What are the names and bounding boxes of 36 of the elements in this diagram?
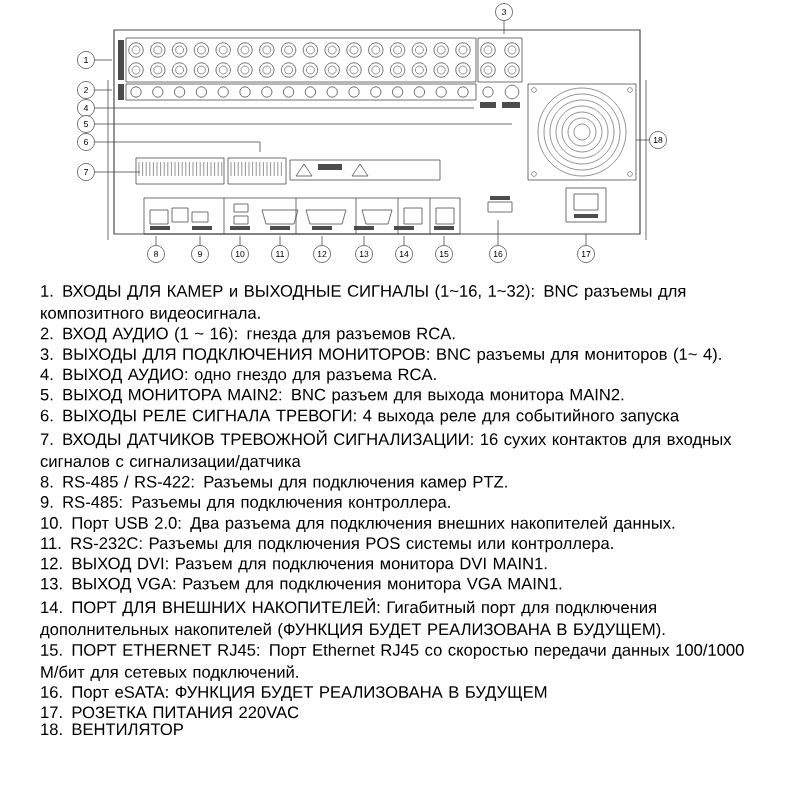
leader-line [94,171,141,173]
leader-line [155,235,157,246]
list-item: 10. Порт USB 2.0: Два разъема для подключения внешних накопителей данных. [41,516,675,533]
leader-line [321,235,323,246]
list-item: 3. ВЫХОДЫ ДЛЯ ПОДКЛЮЧЕНИЯ МОНИТОРОВ: BNC разъемы для мониторов (1~ 4). [40,347,721,364]
leader-line [363,235,365,246]
list-item: 6. ВЫХОДЫ РЕЛЕ СИГНАЛА ТРЕВОГИ: 4 выхода реле для событийного запуска [40,408,680,425]
leader-line [403,235,405,246]
list-item: 17. РОЗЕТКА ПИТАНИЯ 220VAC [41,706,299,719]
list-item: 4. ВЫХОД АУДИО: одно гнездо для разъема RCA. [40,368,436,384]
leader-line [94,59,113,61]
list-item: 14. ПОРТ ДЛЯ ВНЕШНИХ НАКОПИТЕЛЕЙ: Гигабитный порт для подключения дополнительных накопителей (ФУНКЦИЯ БУДЕТ РЕАЛИЗОВАНА В БУДУЩЕМ). [40,598,665,639]
list-item: 1. ВХОДЫ ДЛЯ КАМЕР и ВЫХОДНЫЕ СИГНАЛЫ (1~16, 1~32): BNC разъемы для композитного видеосигнала. [41,284,686,322]
leader-line [94,141,261,153]
leader-line [503,20,505,35]
leader-line [199,235,201,246]
list-item: 7. ВХОДЫ ДАТЧИКОВ ТРЕВОЖНОЙ СИГНАЛИЗАЦИИ: 16 сухих контактов для входных сигналов с сигнализации/датчика [40,429,732,471]
leader-line [94,123,513,125]
list-item: 18. ВЕНТИЛЯТОР [41,723,183,736]
leader-line [635,139,650,141]
leader-line [497,219,499,246]
leader-line [94,89,113,91]
leader-line [443,235,445,246]
list-item: 12. ВЫХОД DVI: Разъем для подключения монитора DVI MAIN1. [41,557,547,573]
list-item: 13. ВЫХОД VGA: Разъем для подключения монитора VGA MAIN1. [41,577,562,593]
leader-line [94,107,475,109]
list-item: 15. ПОРТ ETHERNET RJ45: Порт Ethernet RJ45 со скоростью передачи данных 100/1000 М/бит для сетевых подключений. [41,643,744,681]
leader-line [239,235,241,246]
list-item: 11. RS-232C: Разъемы для подключения POS системы или контроллера. [41,537,613,553]
leader-line [279,235,281,246]
list-item: 5. ВЫХОД МОНИТОРА MAIN2: BNC разъем для выхода монитора MAIN2. [40,388,624,404]
list-item: 16. Порт eSATA: ФУНКЦИЯ БУДЕТ РЕАЛИЗОВАНА В БУДУЩЕМ [41,686,547,702]
list-item: 2. ВХОД АУДИО (1 ~ 16): гнезда для разъемов RCA. [40,327,455,343]
list-item: 8. RS-485 / RS-422: Разъемы для подключения камер PTZ. [40,475,507,491]
list-item: 9. RS-485: Разъемы для подключения контроллера. [40,496,450,512]
leader-line [585,233,587,246]
